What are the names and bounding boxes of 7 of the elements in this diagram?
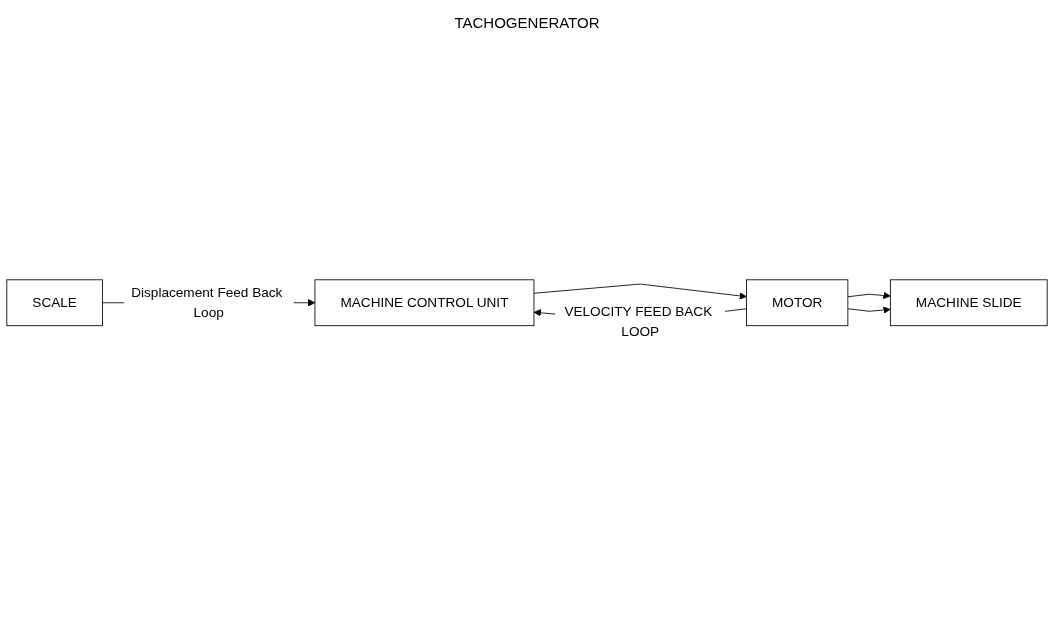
node-box: MOTOR bbox=[746, 279, 849, 327]
edge-label: VELOCITY FEED BACK LOOP bbox=[564, 303, 713, 339]
annotation-label: TACHOGENERATOR bbox=[453, 14, 601, 31]
node-box: MACHINE CONTROL UNIT bbox=[314, 279, 535, 327]
node-box: MACHINE SLIDE bbox=[889, 279, 1048, 327]
edge-label: Displacement Feed Back Loop bbox=[131, 285, 283, 320]
node-box: SCALE bbox=[6, 279, 103, 327]
